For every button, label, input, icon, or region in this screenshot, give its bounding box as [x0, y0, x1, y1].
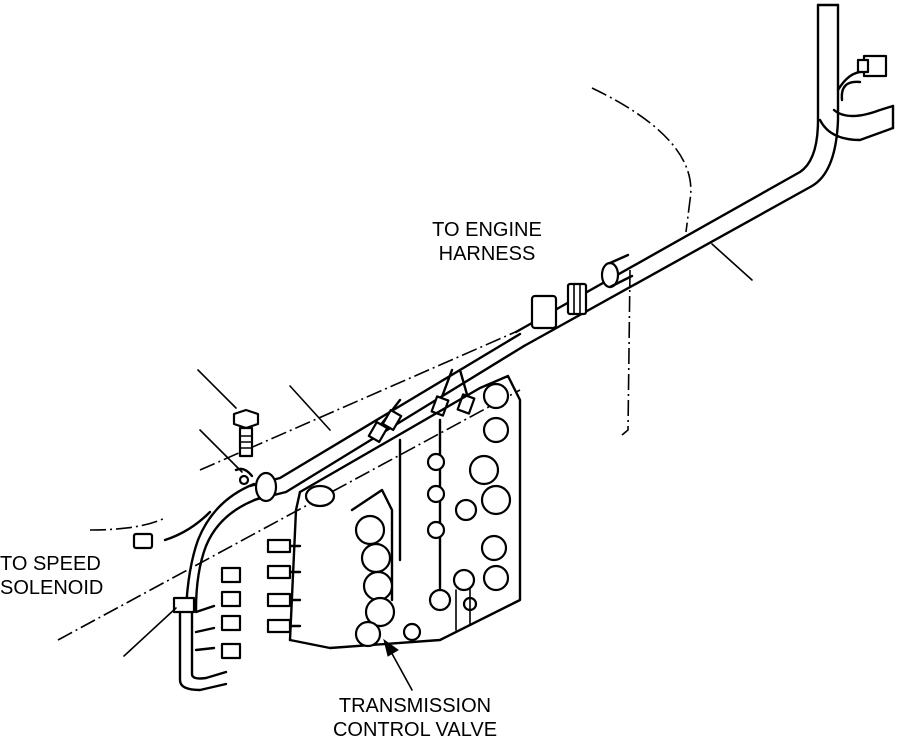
- control-valve-body: [266, 374, 522, 650]
- tcv-line-1: TRANSMISSION: [338, 695, 492, 717]
- to-engine-line-2: HARNESS: [438, 243, 536, 265]
- to-speed-line-2: SOLENOID: [0, 577, 104, 599]
- solenoid-connectors: [123, 566, 242, 692]
- transmission-control-valve-label: TRANSMISSION CONTROL VALVE: [300, 694, 530, 742]
- tcv-line-2: CONTROL VALVE: [332, 719, 498, 741]
- to-speed-line-1: TO SPEED: [0, 553, 101, 575]
- to-speed-solenoid-label: TO SPEED SOLENOID: [0, 552, 120, 600]
- to-engine-harness-label: TO ENGINE HARNESS: [402, 218, 572, 266]
- frame-outline: [57, 87, 692, 641]
- arrow-icon: [383, 638, 413, 691]
- to-engine-line-1: TO ENGINE: [432, 219, 542, 241]
- branch-harness: [132, 332, 526, 612]
- main-harness: [514, 3, 895, 348]
- engine-connectors: [530, 282, 588, 330]
- bolt-icon: [197, 369, 260, 473]
